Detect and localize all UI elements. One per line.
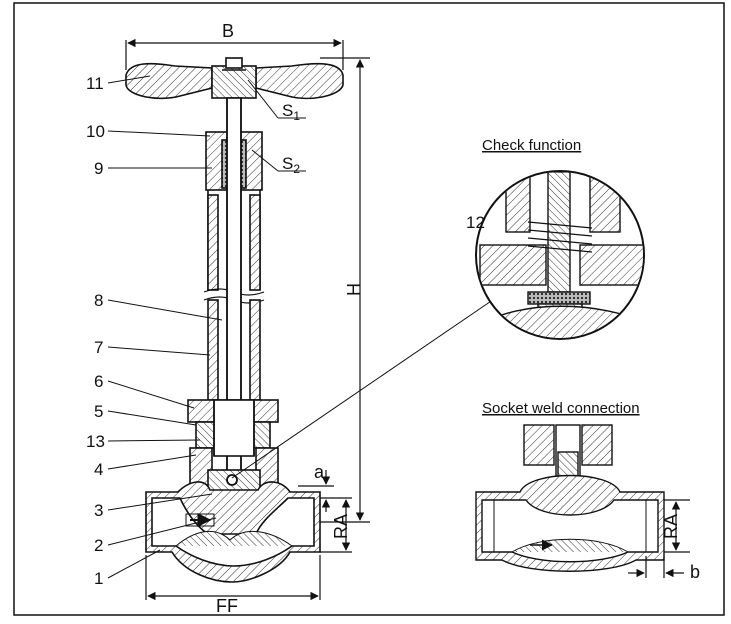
part-label-5: 5 xyxy=(94,402,103,421)
part-label-9: 9 xyxy=(94,159,103,178)
dimension-labels: B H FF RA a RA b xyxy=(216,21,700,616)
leader-lines xyxy=(107,75,539,579)
dim-label-b-socket: b xyxy=(690,562,700,582)
detail-headers: Check function Socket weld connection xyxy=(482,137,640,417)
socket-weld-dimensions xyxy=(628,499,690,578)
dimensions xyxy=(125,38,370,601)
socket-weld-title: Socket weld connection xyxy=(482,400,640,417)
check-function-title: Check function xyxy=(482,137,581,154)
seal-s1-label: S1 xyxy=(282,101,300,123)
part-label-8: 8 xyxy=(94,291,103,310)
part-label-3: 3 xyxy=(94,501,103,520)
part-label-13: 13 xyxy=(86,432,105,451)
part-label-2: 2 xyxy=(94,536,103,555)
part-label-4: 4 xyxy=(94,460,103,479)
frame xyxy=(13,2,725,616)
part-label-12: 12 xyxy=(466,213,485,232)
socket-weld-detail xyxy=(475,424,665,572)
part-label-11: 11 xyxy=(86,74,104,93)
check-detail xyxy=(475,170,645,340)
dim-label-h: H xyxy=(344,283,364,296)
part-label-7: 7 xyxy=(94,338,103,357)
dim-label-ra: RA xyxy=(331,514,351,539)
part-label-1: 1 xyxy=(94,569,103,588)
seal-labels: S1 S2 xyxy=(282,101,300,176)
part-label-10: 10 xyxy=(86,122,105,141)
dim-label-b: B xyxy=(222,21,234,41)
dim-label-ff: FF xyxy=(216,596,238,616)
part-labels: 11 10 9 8 7 6 5 13 4 3 2 1 12 xyxy=(86,74,485,588)
part-label-6: 6 xyxy=(94,372,103,391)
dim-label-a: a xyxy=(314,462,325,482)
main-valve xyxy=(125,57,344,583)
seal-s2-label: S2 xyxy=(282,154,300,176)
dim-label-ra-socket: RA xyxy=(661,514,681,539)
